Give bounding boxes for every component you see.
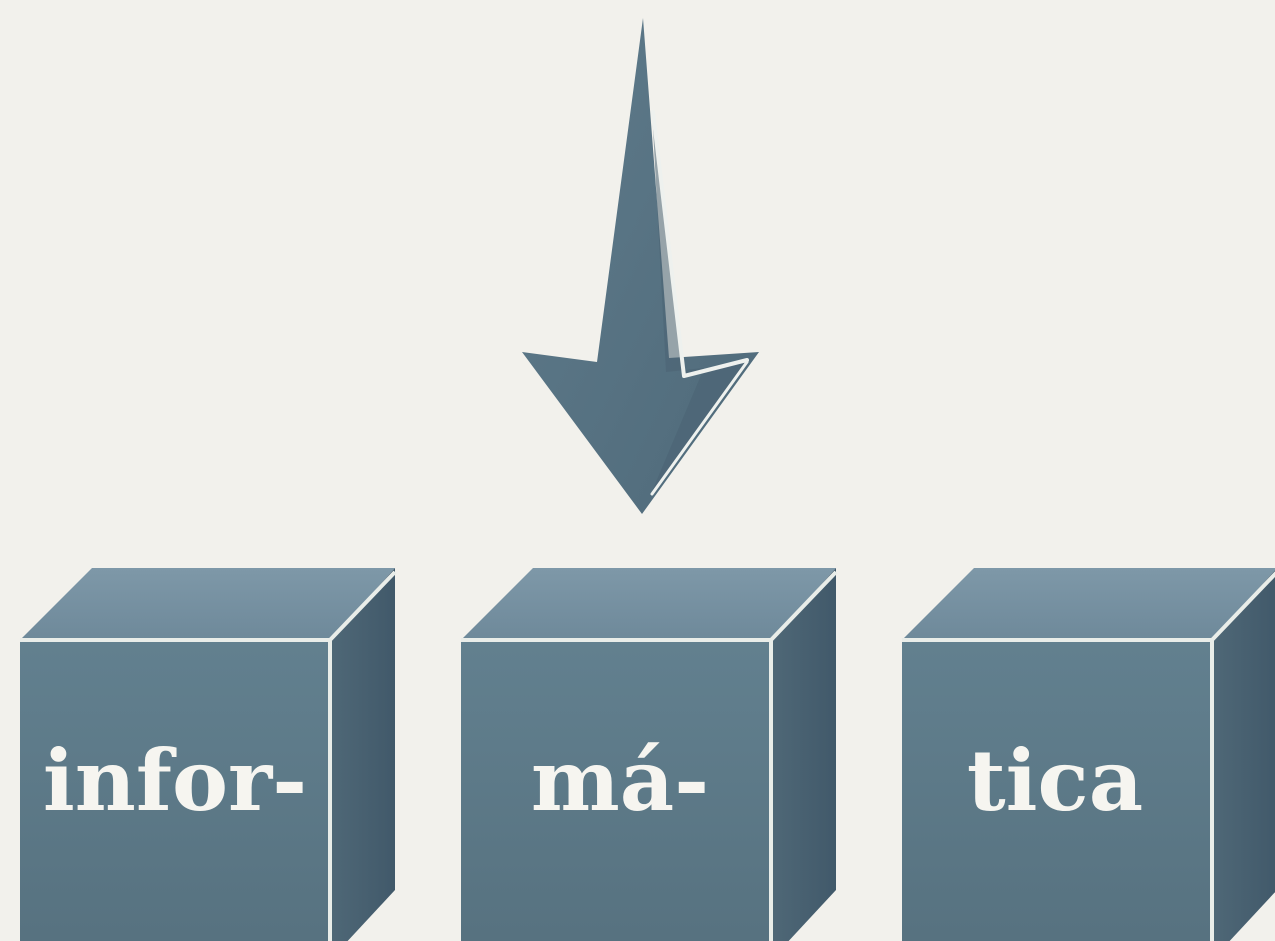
block-side-face	[771, 568, 836, 941]
block-side-face	[330, 568, 395, 941]
block-front-face	[461, 640, 771, 941]
block-top-face	[461, 568, 836, 640]
syllable-block: infor-	[20, 568, 397, 941]
syllable-block: tica	[902, 568, 1275, 941]
syllable-block: má-	[461, 568, 838, 941]
block-label: má-	[531, 731, 709, 830]
down-arrow-icon	[522, 18, 759, 514]
block-top-face	[20, 568, 395, 640]
block-top-face	[902, 568, 1275, 640]
block-side-face	[1212, 570, 1275, 941]
block-label: tica	[967, 731, 1143, 830]
syllable-blocks: infor- má- tica	[20, 568, 1275, 941]
block-label: infor-	[43, 731, 307, 830]
block-front-face	[902, 640, 1212, 941]
block-front-face	[20, 640, 330, 941]
